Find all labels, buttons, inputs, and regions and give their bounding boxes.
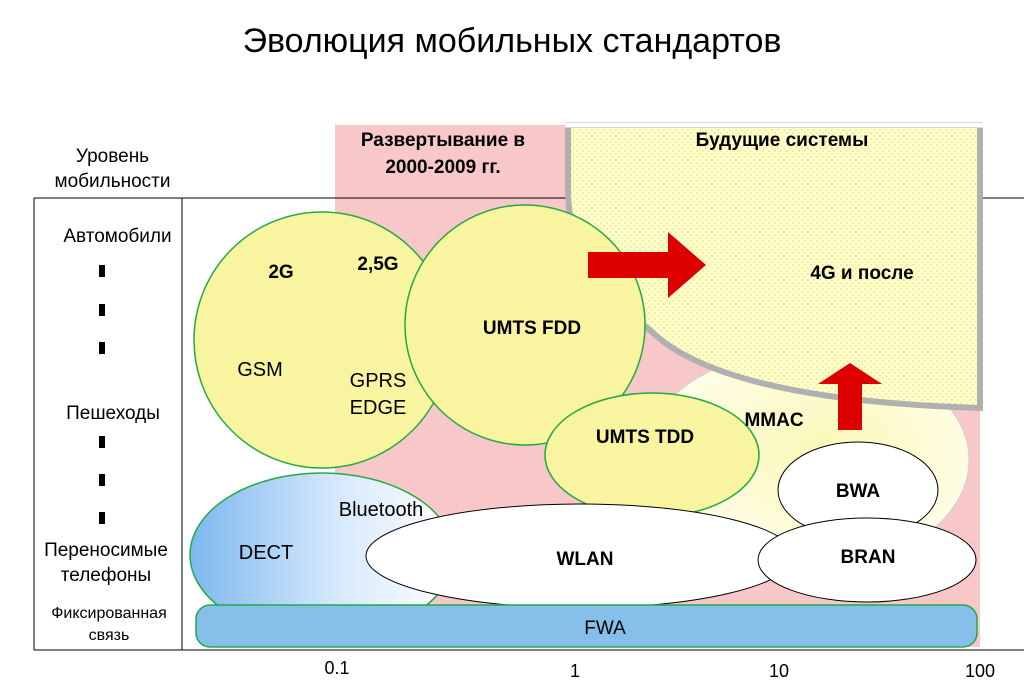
level-cars: Автомобили [63, 226, 172, 247]
x-tick-1: 1 [569, 661, 580, 681]
bluetooth-label: Bluetooth [339, 499, 424, 521]
deployment-label-line1: Развертывание в [361, 130, 525, 151]
umts-tdd-label: UMTS TDD [596, 427, 694, 448]
y-axis-heading: Уровень мобильности [30, 145, 195, 194]
y-axis-heading-line1: Уровень [75, 146, 150, 167]
dot-separator [99, 436, 105, 448]
bran-ellipse [757, 517, 977, 603]
dot-separator [99, 304, 105, 316]
level-portable: Переносимые телефоны [30, 539, 182, 588]
dot-separator [99, 265, 105, 277]
level-portable-line2: телефоны [60, 564, 152, 586]
fwa-label: FWA [584, 618, 626, 639]
y-axis-heading-line2: мобильности [54, 170, 171, 192]
umts-fdd-label: UMTS FDD [483, 318, 581, 339]
future-systems-label: Будущие системы [696, 130, 869, 151]
x-tick-10: 10 [768, 661, 790, 681]
level-pedestrians: Пешеходы [66, 403, 160, 424]
gprs-label: GPRS [350, 370, 407, 392]
arrow-up-icon [818, 363, 882, 430]
fwa-bar [195, 604, 978, 648]
page-title: Эволюция мобильных стандартов [242, 22, 782, 60]
level-portable-line1: Переносимые [44, 540, 168, 561]
wlan-label: WLAN [557, 549, 614, 570]
dot-separator [99, 342, 105, 354]
x-tick-0-1: 0.1 [324, 658, 350, 678]
dot-separator [99, 474, 105, 486]
arrow-right-icon [588, 232, 706, 298]
edge-label: EDGE [350, 397, 407, 419]
bran-label: BRAN [841, 547, 896, 568]
4g-label: 4G и после [810, 263, 913, 284]
level-fixed-line2: связь [88, 627, 130, 645]
deployment-label-line2: 2000-2009 гг. [385, 157, 500, 178]
dect-label: DECT [239, 542, 293, 564]
umts-tdd-bubble [544, 392, 760, 518]
2g-label: 2G [268, 262, 293, 283]
dot-separator [99, 512, 105, 524]
gsm-label: GSM [237, 359, 283, 381]
mmac-label: MMAC [744, 410, 803, 431]
level-fixed: Фиксированная связь [34, 603, 184, 648]
umts-fdd-bubble [404, 204, 646, 446]
bwa-label: BWA [836, 481, 881, 502]
2-5g-label: 2,5G [357, 254, 398, 275]
x-tick-100: 100 [964, 661, 996, 681]
level-fixed-line1: Фиксированная [51, 605, 167, 622]
